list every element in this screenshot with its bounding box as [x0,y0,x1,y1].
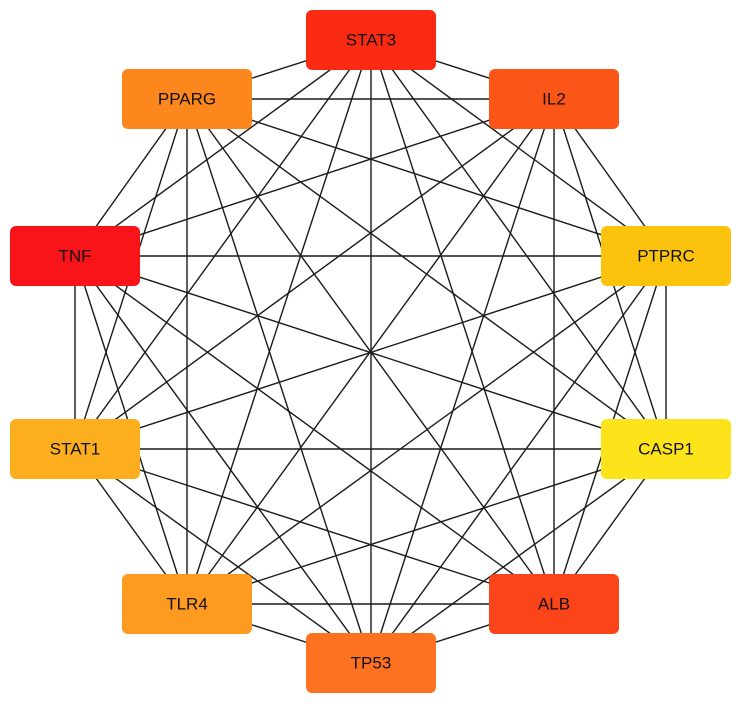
edge-alb-tnf [74,255,555,605]
node-ptprc[interactable]: PTPRC [601,226,731,286]
node-il2[interactable]: IL2 [489,69,619,129]
node-label: STAT3 [346,31,396,50]
edge-tp53-stat1 [74,448,372,664]
node-label: PTPRC [637,247,695,266]
edge-stat3-stat1 [74,39,372,450]
node-alb[interactable]: ALB [489,574,619,634]
edge-il2-tp53 [370,98,555,664]
node-box [122,69,252,129]
edge-il2-tnf [74,98,555,257]
node-box [10,226,140,286]
node-box [122,574,252,634]
node-label: STAT1 [50,440,100,459]
node-label: TP53 [351,654,392,673]
edge-ptprc-tlr4 [186,255,667,605]
edge-ptprc-pparg [186,98,667,257]
node-label: TLR4 [166,595,208,614]
node-tp53[interactable]: TP53 [306,633,436,693]
node-label: PPARG [158,90,216,109]
edge-alb-pparg [186,98,555,605]
edge-layer [74,39,667,664]
node-stat1[interactable]: STAT1 [10,419,140,479]
edge-casp1-pparg [186,98,667,450]
node-label: CASP1 [638,440,694,459]
edge-casp1-tlr4 [186,448,667,605]
node-box [10,419,140,479]
node-stat3[interactable]: STAT3 [306,10,436,70]
node-box [601,419,731,479]
node-box [306,10,436,70]
node-tlr4[interactable]: TLR4 [122,574,252,634]
edge-tp53-tnf [74,255,372,664]
node-box [489,69,619,129]
node-tnf[interactable]: TNF [10,226,140,286]
node-label: IL2 [542,90,566,109]
node-label: TNF [58,247,91,266]
edge-ptprc-tp53 [370,255,667,664]
node-label: ALB [538,595,570,614]
node-casp1[interactable]: CASP1 [601,419,731,479]
node-box [601,226,731,286]
node-pparg[interactable]: PPARG [122,69,252,129]
node-box [489,574,619,634]
edge-alb-stat1 [74,448,555,605]
node-box [306,633,436,693]
edge-stat3-casp1 [370,39,667,450]
edge-tp53-pparg [186,98,372,664]
